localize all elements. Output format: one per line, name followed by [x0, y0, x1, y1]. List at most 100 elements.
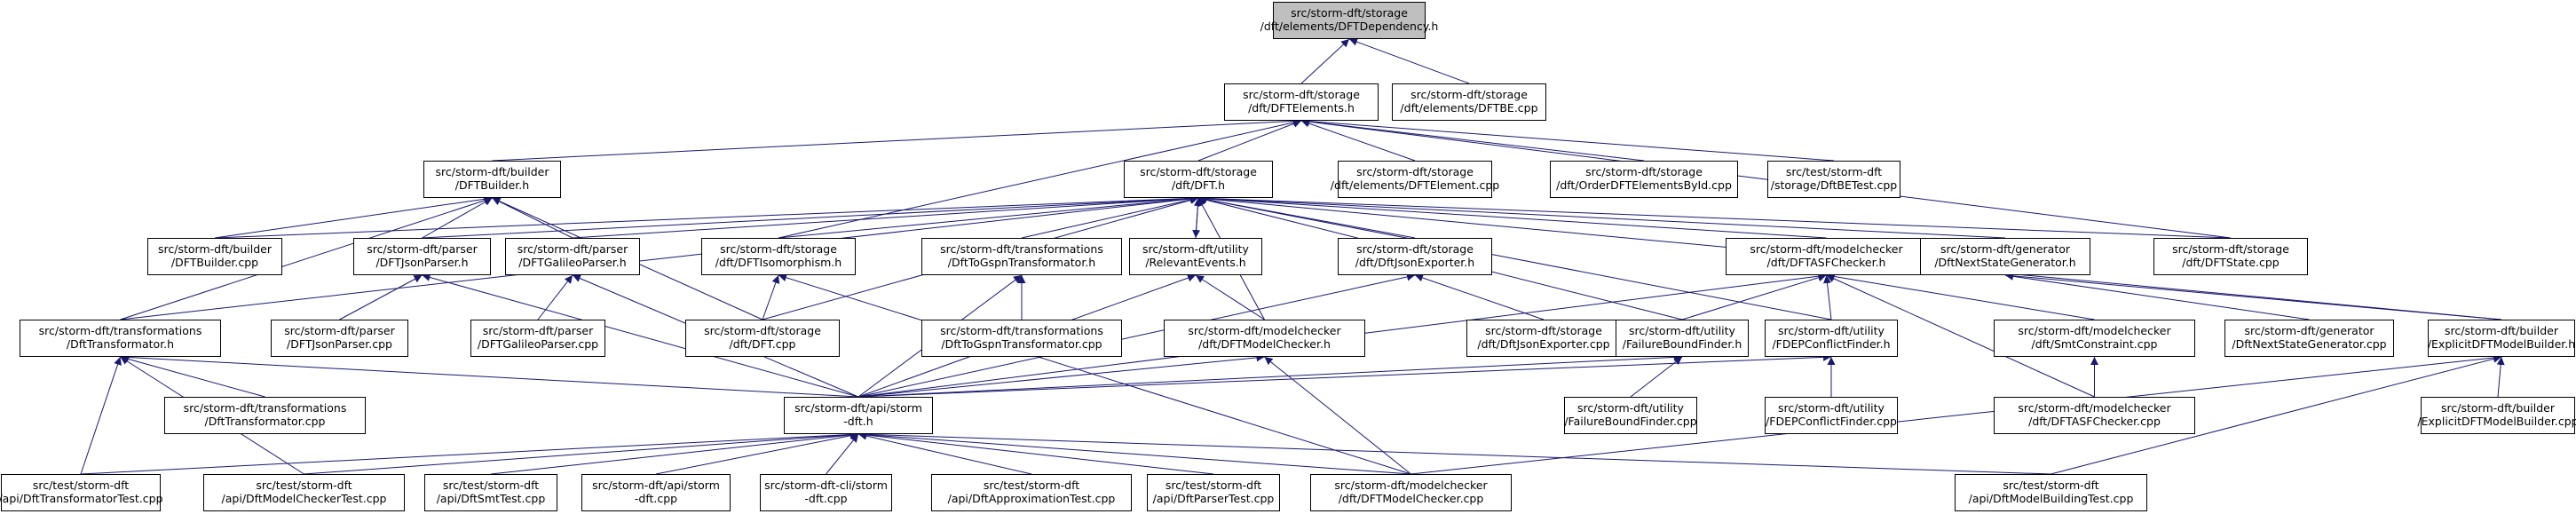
file-node-n43[interactable]: src/test/storm-dft/api/DftParserTest.cpp — [1147, 474, 1280, 511]
file-node-n13[interactable]: src/storm-dft/transformations/DftToGspnT… — [921, 238, 1122, 275]
file-node-label-line-1: src/storm-dft/storage — [1356, 165, 1474, 178]
file-node-label-line-2: /DftNextStateGenerator.cpp — [2232, 337, 2386, 351]
file-node-box — [931, 474, 1132, 511]
file-node-n33[interactable]: src/storm-dft/utility/FailureBoundFinder… — [1564, 397, 1697, 434]
file-node-n10[interactable]: src/storm-dft/parser/DFTJsonParser.h — [353, 238, 491, 275]
dependency-edge-n27-n16 — [1823, 274, 1832, 320]
file-node-n22[interactable]: src/storm-dft/storage/dft/DFT.cpp — [685, 320, 840, 357]
file-node-n36[interactable]: src/storm-dft/builder/ExplicitDFTModelBu… — [2417, 397, 2576, 434]
file-node-n28[interactable]: src/storm-dft/modelchecker/dft/SmtConstr… — [1994, 320, 2195, 357]
file-node-box — [353, 238, 491, 275]
file-node-label-line-2: /storage/DftBETest.cpp — [1771, 178, 1897, 192]
dependency-edge-n5-n14 — [1192, 197, 1201, 239]
file-node-n15[interactable]: src/storm-dft/storage/dft/DftJsonExporte… — [1338, 238, 1492, 275]
file-node-box — [701, 238, 856, 275]
file-node-label-line-1: src/storm-dft/parser — [483, 324, 594, 337]
file-node-label-line-2: /DFTJsonParser.cpp — [287, 337, 392, 351]
dependency-edge-n18-n2 — [1300, 117, 2232, 239]
file-node-label-line-1: src/storm-dft/storage — [720, 242, 837, 256]
file-node-label-line-1: src/storm-dft/storage — [1485, 324, 1602, 337]
file-node-label-line-2: /dft/DFTModelChecker.h — [1198, 337, 1331, 351]
file-node-n45[interactable]: src/test/storm-dft/api/DftModelBuildingT… — [1955, 474, 2147, 511]
file-node-n19[interactable]: src/storm-dft/transformations/DftTransfo… — [20, 320, 221, 357]
file-node-n38[interactable]: src/test/storm-dft/api/DftModelCheckerTe… — [203, 474, 405, 511]
file-node-n18[interactable]: src/storm-dft/storage/dft/DFTState.cpp — [2153, 238, 2308, 275]
file-node-n31[interactable]: src/storm-dft/transformations/DftTransfo… — [164, 397, 366, 434]
file-node-n37[interactable]: src/test/storm-dft/api/DftTransformatorT… — [0, 474, 163, 511]
file-node-label-line-2: /dft/elements/DFTDependency.h — [1260, 20, 1439, 33]
file-node-n39[interactable]: src/test/storm-dft/api/DftSmtTest.cpp — [424, 474, 557, 511]
file-node-label-line-2: /ExplicitDFTModelBuilder.h — [2428, 337, 2575, 351]
file-node-label-line-2: /api/DftSmtTest.cpp — [437, 492, 546, 505]
file-node-label-line-1: src/storm-dft/modelchecker — [2018, 401, 2171, 415]
file-node-n14[interactable]: src/storm-dft/utility/RelevantEvents.h — [1129, 238, 1262, 275]
dependency-edge-n9-n5 — [214, 194, 1199, 239]
file-node-label-line-1: src/test/storm-dft — [1786, 165, 1882, 178]
file-node-n27[interactable]: src/storm-dft/utility/FDEPConflictFinder… — [1765, 320, 1898, 357]
file-node-n5[interactable]: src/storm-dft/storage/dft/DFT.h — [1124, 161, 1273, 198]
dependency-edge-n38-n32 — [304, 431, 859, 475]
dependency-edge-n12-n2 — [778, 118, 1302, 239]
file-node-label-line-1: src/storm-dft/storage — [1410, 88, 1528, 101]
file-node-n24[interactable]: src/storm-dft/modelchecker/dft/DFTModelC… — [1164, 320, 1365, 357]
file-node-n42[interactable]: src/test/storm-dft/api/DftApproximationT… — [931, 474, 1132, 511]
dependency-edge-n21-n11 — [537, 274, 573, 320]
file-node-box — [1765, 320, 1898, 357]
file-node-n40[interactable]: src/storm-dft/api/storm-dft.cpp — [581, 474, 731, 511]
file-node-n17[interactable]: src/storm-dft/generator/DftNextStateGene… — [1920, 238, 2090, 275]
file-node-label-line-1: src/storm-dft/builder — [158, 242, 273, 256]
file-node-n12[interactable]: src/storm-dft/storage/dft/DFTIsomorphism… — [701, 238, 856, 275]
file-node-n34[interactable]: src/storm-dft/utility/FDEPConflictFinder… — [1765, 397, 1898, 434]
file-node-n44[interactable]: src/storm-dft/modelchecker/dft/DFTModelC… — [1310, 474, 1512, 511]
dependency-edge-n4-n2 — [492, 116, 1302, 162]
file-node-n35[interactable]: src/storm-dft/modelchecker/dft/DFTASFChe… — [1994, 397, 2195, 434]
dependency-edge-n44-n30 — [1410, 353, 2502, 475]
file-node-n11[interactable]: src/storm-dft/parser/DFTGalileoParser.h — [505, 238, 640, 275]
file-node-n8[interactable]: src/test/storm-dft/storage/DftBETest.cpp — [1767, 161, 1900, 198]
file-node-n21[interactable]: src/storm-dft/parser/DFTGalileoParser.cp… — [470, 320, 605, 357]
file-node-label-line-2: /DFTBuilder.h — [455, 178, 529, 192]
dependency-edge-n6-n2 — [1300, 119, 1416, 162]
file-node-box — [1338, 161, 1492, 198]
file-node-n2[interactable]: src/storm-dft/storage/dft/DFTElements.h — [1224, 83, 1379, 121]
dependency-edge-n32-n10 — [422, 273, 859, 398]
dependency-edge-n10-n5 — [422, 194, 1199, 239]
dependency-edge-n26-n16 — [1681, 273, 1827, 320]
file-node-label-line-2: /FailureBoundFinder.cpp — [1564, 415, 1696, 428]
file-node-n7[interactable]: src/storm-dft/storage/dft/OrderDFTElemen… — [1550, 161, 1738, 198]
file-node-n29[interactable]: src/storm-dft/generator/DftNextStateGene… — [2224, 320, 2394, 357]
file-node-n25[interactable]: src/storm-dft/storage/dft/DftJsonExporte… — [1466, 320, 1621, 357]
file-node-n16[interactable]: src/storm-dft/modelchecker/dft/DFTASFChe… — [1726, 238, 1927, 275]
file-node-box — [1466, 320, 1621, 357]
dependency-edge-n12-n5 — [778, 194, 1199, 239]
file-node-box — [1994, 320, 2195, 357]
file-node-label-line-1: src/storm-dft/utility — [1778, 401, 1885, 415]
file-node-box — [203, 474, 405, 511]
dependency-edge-n45-n30 — [2051, 354, 2502, 475]
file-node-n30[interactable]: src/storm-dft/builder/ExplicitDFTModelBu… — [2428, 320, 2575, 357]
dependency-edge-n37-n32 — [80, 430, 859, 475]
file-node-box — [1616, 320, 1749, 357]
file-node-n26[interactable]: src/storm-dft/utility/FailureBoundFinder… — [1616, 320, 1749, 357]
dependency-edge-n32-n19 — [120, 352, 859, 398]
file-node-box — [1338, 238, 1492, 275]
file-node-n9[interactable]: src/storm-dft/builder/DFTBuilder.cpp — [147, 238, 282, 275]
file-node-box — [470, 320, 605, 357]
file-node-label-line-1: src/test/storm-dft — [1166, 478, 1261, 492]
file-node-n4[interactable]: src/storm-dft/builder/DFTBuilder.h — [423, 161, 561, 198]
file-node-n6[interactable]: src/storm-dft/storage/dft/elements/DFTEl… — [1331, 161, 1499, 198]
file-node-label-line-2: /dft/elements/DFTBE.cpp — [1400, 101, 1537, 115]
file-node-n32[interactable]: src/storm-dft/api/storm-dft.h — [784, 397, 933, 434]
file-node-box — [271, 320, 408, 357]
file-node-n20[interactable]: src/storm-dft/parser/DFTJsonParser.cpp — [271, 320, 408, 357]
file-node-n3[interactable]: src/storm-dft/storage/dft/elements/DFTBE… — [1392, 83, 1546, 121]
file-node-label-line-2: /dft/DFTElements.h — [1248, 101, 1355, 115]
file-node-n23[interactable]: src/storm-dft/transformations/DftToGspnT… — [921, 320, 1122, 357]
edge-layer — [80, 37, 2505, 475]
file-node-label-line-2: /dft/DFTState.cpp — [2182, 256, 2280, 269]
file-node-label-line-2: /dft/elements/DFTElement.cpp — [1331, 178, 1499, 192]
file-node-n41[interactable]: src/storm-dft-cli/storm-dft.cpp — [760, 474, 892, 511]
file-node-label-line-2: /api/DftApproximationTest.cpp — [948, 492, 1116, 505]
file-node-box — [685, 320, 840, 357]
